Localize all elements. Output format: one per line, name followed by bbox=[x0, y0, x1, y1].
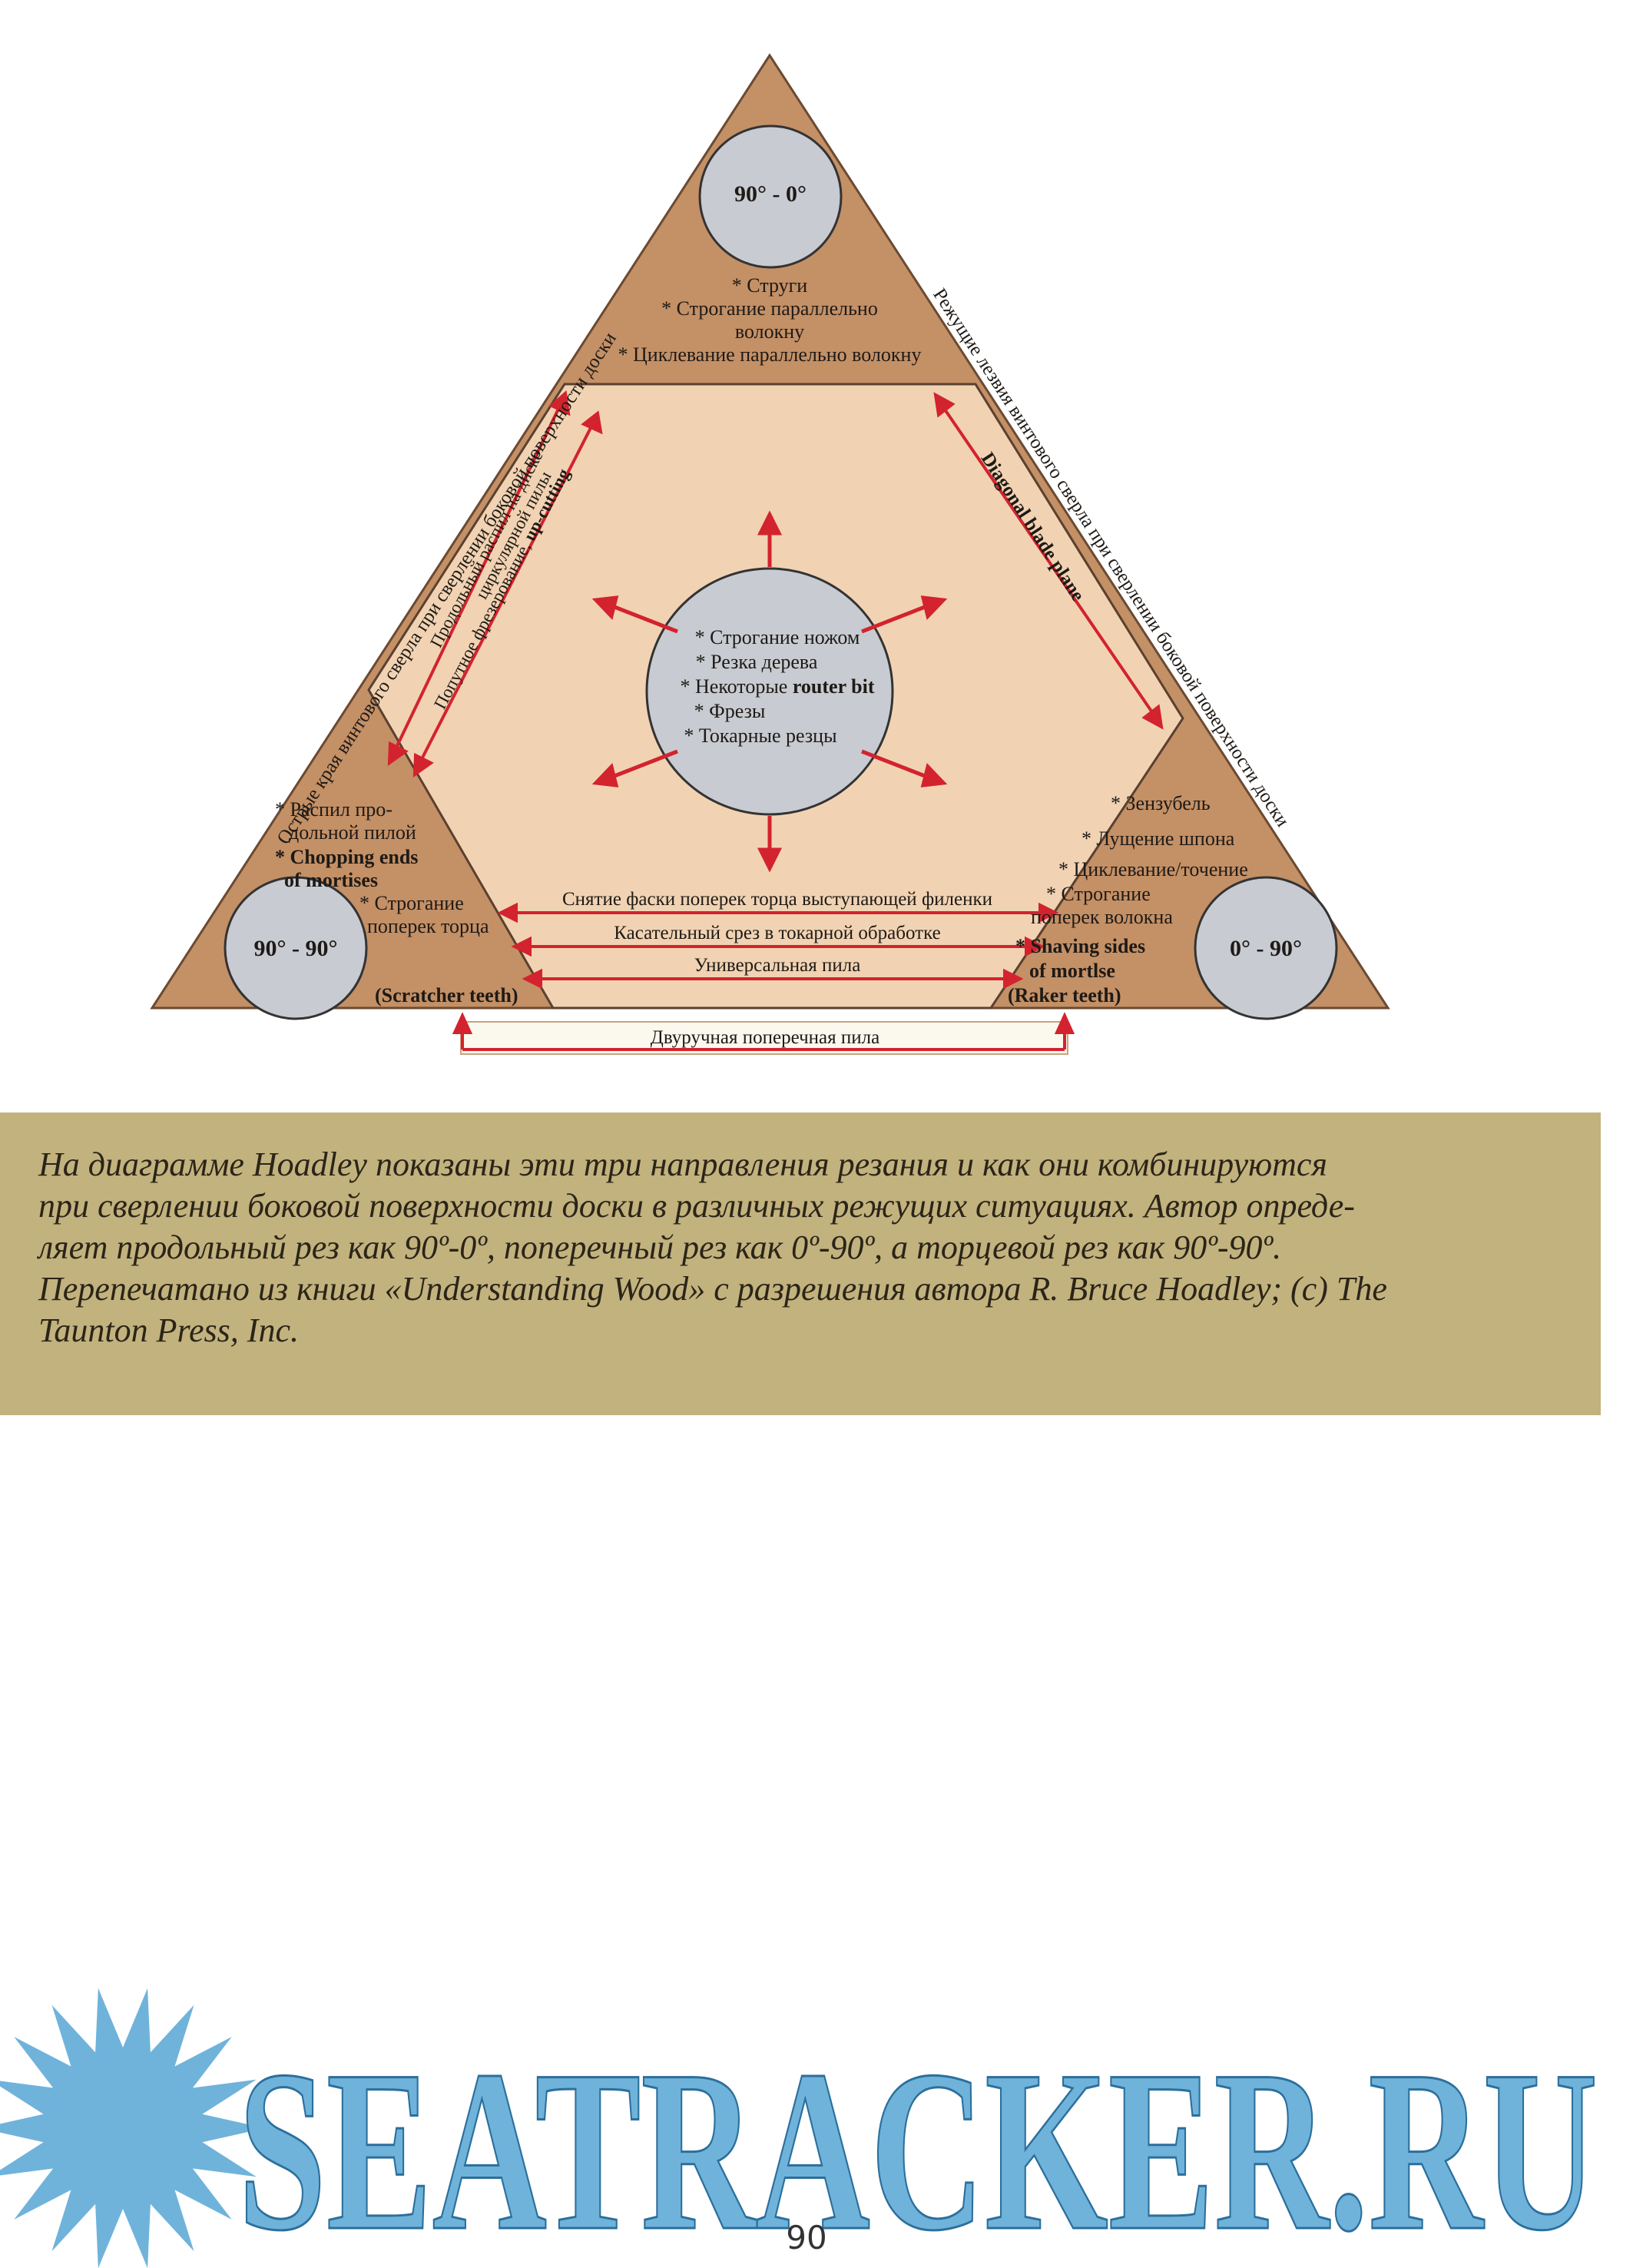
center-line: * Фрезы bbox=[694, 700, 766, 722]
left-corner-label: 90° - 90° bbox=[254, 936, 338, 961]
caption-line: На диаграмме Hoadley показаны эти три на… bbox=[38, 1146, 1327, 1183]
top-region-line: * Струги bbox=[732, 274, 808, 297]
right-line: поперек волокна bbox=[1031, 906, 1173, 928]
center-line: * Резка дерева bbox=[696, 651, 818, 673]
right-corner-label: 0° - 90° bbox=[1230, 936, 1302, 961]
left-line: of mortises bbox=[284, 869, 378, 891]
top-corner-circle bbox=[698, 124, 843, 269]
right-diagonal-arrow bbox=[933, 392, 1164, 730]
top-region-line: волокну bbox=[735, 320, 804, 343]
site-logo: SEATRACKER.RU bbox=[0, 1988, 1599, 2268]
right-region-text: * Зензубель * Лущение шпона * Циклевание… bbox=[1008, 792, 1248, 1006]
left-line: поперек торца bbox=[367, 915, 489, 937]
caption-box: На диаграмме Hoadley показаны эти три на… bbox=[0, 1112, 1601, 1415]
caption-line: Перепечатано из книги «Understanding Woo… bbox=[38, 1270, 1387, 1308]
right-line: * Циклевание/точение bbox=[1058, 858, 1248, 880]
radiating-arrows bbox=[591, 510, 948, 873]
right-line: * Shaving sides bbox=[1015, 935, 1145, 957]
logo-text: SEATRACKER.RU bbox=[238, 2023, 1598, 2268]
top-region-line: * Строгание параллельно bbox=[661, 297, 878, 320]
right-footer: (Raker teeth) bbox=[1008, 984, 1121, 1006]
left-footer: (Scratcher teeth) bbox=[375, 984, 518, 1006]
left-region-text: * Распил про- дольной пилой * Chopping e… bbox=[275, 798, 518, 1006]
center-line: * Токарные резцы bbox=[684, 724, 836, 747]
center-line: * Строгание ножом bbox=[695, 626, 860, 648]
cutting-directions-diagram: 90° - 0° 90° - 90° 0° - 90° bbox=[150, 53, 1390, 1055]
left-line: * Распил про- bbox=[275, 798, 393, 821]
bottom-arrows bbox=[452, 902, 1075, 1051]
sun-icon bbox=[0, 1988, 265, 2268]
right-line: of mortlse bbox=[1029, 960, 1115, 982]
caption-line: при сверлении боковой поверхности доски … bbox=[38, 1187, 1355, 1225]
left-line: * Chopping ends bbox=[275, 846, 418, 868]
top-region-text: * Струги * Строгание параллельно волокну… bbox=[618, 274, 922, 366]
left-corner-circle bbox=[224, 876, 368, 1020]
right-line: * Строгание bbox=[1046, 883, 1151, 905]
caption-line: ляет продольный рез как 90º-0º, поперечн… bbox=[38, 1228, 1282, 1266]
center-line: * Некоторые router bit bbox=[681, 675, 875, 698]
top-corner-label: 90° - 0° bbox=[734, 181, 807, 207]
bottom-arrow-label-3: Универсальная пила bbox=[694, 955, 861, 976]
left-diagonal-arrows bbox=[387, 390, 603, 778]
left-line: * Строгание bbox=[359, 892, 464, 914]
center-circle-text: * Строгание ножом * Резка дерева * Некот… bbox=[681, 626, 875, 747]
right-line: * Лущение шпона bbox=[1081, 827, 1235, 850]
bottom-arrow-label-4: Двуручная поперечная пила bbox=[651, 1027, 879, 1048]
bottom-arrow-label-2: Касательный срез в токарной обработке bbox=[614, 923, 940, 943]
top-region-line: * Циклевание параллельно волокну bbox=[618, 343, 922, 366]
left-line: дольной пилой bbox=[289, 821, 416, 844]
bottom-arrow-label-1: Снятие фаски поперек торца выступающей ф… bbox=[562, 889, 992, 910]
right-corner-circle bbox=[1194, 876, 1338, 1020]
caption-line: Taunton Press, Inc. bbox=[38, 1311, 299, 1349]
page-number: 90 bbox=[786, 2219, 827, 2256]
center-circle bbox=[645, 567, 894, 816]
right-line: * Зензубель bbox=[1111, 792, 1211, 814]
